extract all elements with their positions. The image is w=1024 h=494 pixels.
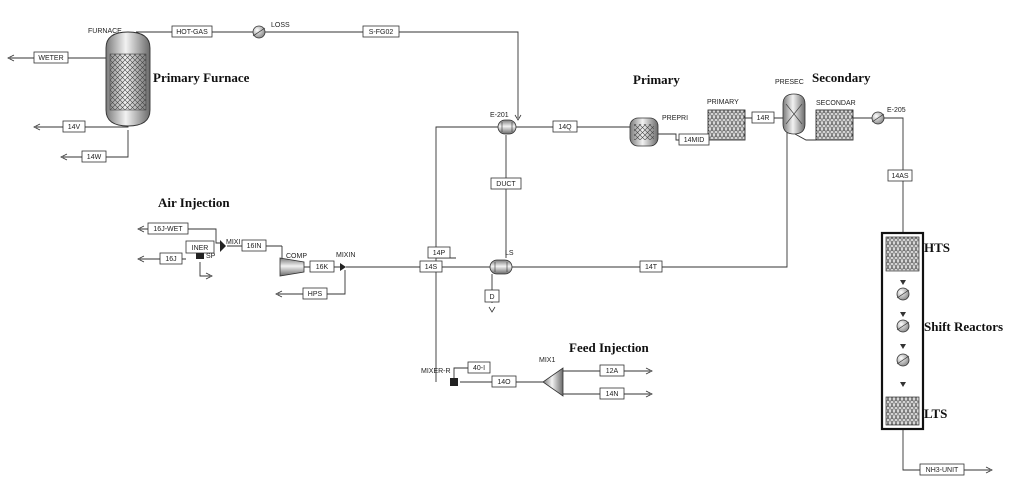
block-label-mix1: MIX1 [539, 357, 555, 364]
svg-text:14N: 14N [606, 391, 619, 398]
stream-label-16in[interactable]: 16IN [241, 239, 267, 252]
title-primary: Primary [633, 72, 680, 87]
stream-label-40-i[interactable]: 40-I [467, 361, 491, 374]
stream-label-14r[interactable]: 14R [751, 111, 775, 124]
svg-text:INER: INER [192, 245, 209, 252]
stream-label-12a[interactable]: 12A [599, 364, 625, 377]
svg-text:40-I: 40-I [473, 365, 485, 372]
svg-text:DUCT: DUCT [496, 181, 516, 188]
comp-compressor[interactable] [279, 257, 305, 277]
presec-reactor[interactable] [782, 93, 806, 135]
e201-exchanger[interactable] [497, 119, 517, 135]
block-label-comp: COMP [286, 253, 307, 260]
section-titles: Primary Furnace Primary Secondary Air In… [153, 70, 1003, 421]
stream-label-14p[interactable]: 14P [427, 246, 451, 259]
svg-text:14R: 14R [757, 115, 770, 122]
stream-label-14n[interactable]: 14N [599, 387, 625, 400]
stream-label-iner[interactable]: INER [192, 245, 209, 252]
svg-text:14AS: 14AS [891, 173, 908, 180]
prepri-reactor[interactable] [629, 117, 659, 147]
secondar-reformer[interactable] [815, 109, 854, 141]
svg-text:16J: 16J [165, 256, 176, 263]
svg-text:16IN: 16IN [247, 243, 262, 250]
block-label-mixin: MIXIN [336, 252, 355, 259]
stream-label-nh3-unit[interactable]: NH3-UNIT [919, 463, 965, 476]
block-label-furnace: FURNACE [88, 28, 122, 35]
stream-label-16k[interactable]: 16K [309, 260, 335, 273]
stream-label-14s[interactable]: 14S [419, 260, 443, 273]
stream-label-14t[interactable]: 14T [639, 260, 663, 273]
svg-text:16K: 16K [316, 264, 329, 271]
stream-label-14w[interactable]: 14W [81, 150, 107, 163]
stream-label-hot-gas[interactable]: HOT-GAS [171, 25, 213, 38]
stream-label-s-fg02[interactable]: S-FG02 [362, 25, 400, 38]
svg-text:S-FG02: S-FG02 [369, 29, 394, 36]
stream-label-d[interactable]: D [484, 289, 500, 303]
mixin-mixer[interactable] [340, 263, 346, 271]
block-label-secondar: SECONDAR [816, 100, 856, 107]
title-secondary: Secondary [812, 70, 871, 85]
stream-arrows [7, 54, 993, 474]
title-lts: LTS [924, 406, 947, 421]
svg-text:WETER: WETER [38, 55, 63, 62]
block-label-e205: E-205 [887, 107, 906, 114]
sp-splitter[interactable] [196, 253, 204, 259]
stream-label-duct[interactable]: DUCT [490, 177, 522, 190]
stream-label-16j[interactable]: 16J [159, 252, 183, 265]
title-primary-furnace: Primary Furnace [153, 70, 250, 85]
svg-text:14V: 14V [68, 124, 81, 131]
block-label-prepri: PREPRI [662, 115, 688, 122]
stream-label-14o[interactable]: 14O [491, 375, 517, 388]
stream-label-14q[interactable]: 14Q [552, 120, 578, 133]
mix1-mixer[interactable] [542, 367, 564, 397]
stream-label-14mid[interactable]: 14MID [678, 133, 710, 146]
title-air-injection: Air Injection [158, 195, 230, 210]
title-hts: HTS [924, 240, 950, 255]
mixi-mixer[interactable] [220, 240, 226, 252]
furnace-vessel[interactable] [105, 31, 151, 127]
block-label-mixer-r: MIXER-R [421, 368, 451, 375]
block-labels: FURNACE LOSS E-201 PREPRI PRIMARY PRESEC… [88, 22, 906, 375]
svg-text:16J-WET: 16J-WET [153, 226, 183, 233]
shift-exchangers [896, 280, 910, 387]
block-label-primary: PRIMARY [707, 99, 739, 106]
block-label-sp: SP [206, 253, 216, 260]
svg-text:14O: 14O [497, 379, 511, 386]
block-label-presec: PRESEC [775, 79, 804, 86]
svg-text:14P: 14P [433, 250, 446, 257]
stream-label-weter[interactable]: WETER [33, 51, 69, 64]
svg-text:HOT-GAS: HOT-GAS [176, 29, 208, 36]
svg-text:14Q: 14Q [558, 124, 572, 131]
svg-text:D: D [489, 294, 494, 301]
mixer-r-mixer[interactable] [450, 378, 458, 386]
title-shift-reactors: Shift Reactors [924, 319, 1003, 334]
svg-text:14W: 14W [87, 154, 102, 161]
stream-label-16j-wet[interactable]: 16J-WET [147, 222, 189, 235]
svg-text:14MID: 14MID [684, 137, 705, 144]
svg-text:HPS: HPS [308, 291, 323, 298]
block-label-e201: E-201 [490, 112, 509, 119]
svg-text:14T: 14T [645, 264, 658, 271]
stream-lines [10, 31, 990, 471]
e205-exchanger[interactable] [871, 111, 885, 125]
ls-exchanger[interactable] [489, 259, 513, 275]
block-label-loss: LOSS [271, 22, 290, 29]
svg-text:14S: 14S [425, 264, 438, 271]
block-label-mixi: MIXI [226, 239, 240, 246]
stream-label-14v[interactable]: 14V [62, 120, 86, 133]
primary-reformer[interactable] [707, 109, 746, 141]
svg-text:12A: 12A [606, 368, 619, 375]
title-feed-injection: Feed Injection [569, 340, 650, 355]
svg-text:NH3-UNIT: NH3-UNIT [926, 467, 959, 474]
loss-heater[interactable] [252, 25, 266, 39]
block-label-ls: LS [505, 250, 514, 257]
stream-label-hps[interactable]: HPS [302, 287, 328, 300]
stream-label-14as[interactable]: 14AS [887, 169, 913, 182]
